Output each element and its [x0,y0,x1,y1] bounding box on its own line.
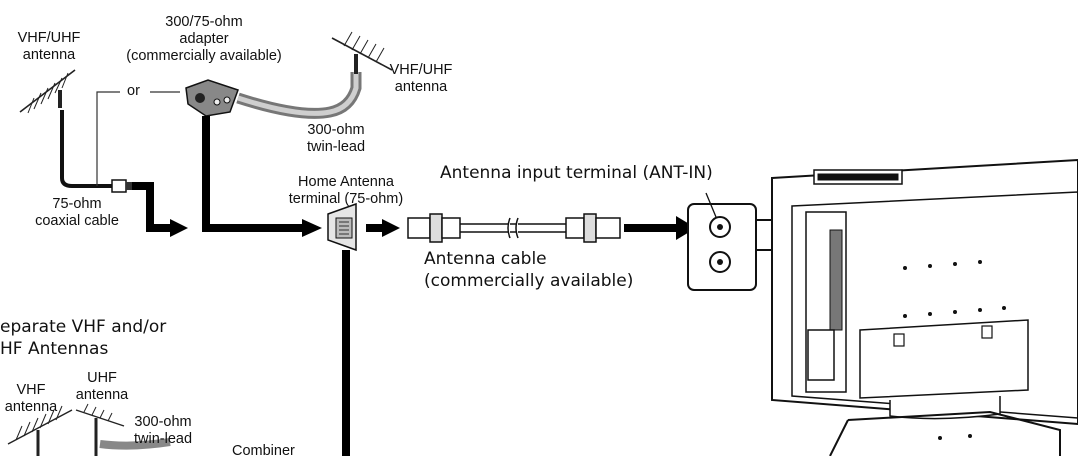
label-combiner: Combiner [232,443,295,459]
label-adapter: 300/75-ohm adapter (commercially availab… [126,14,282,64]
label-twin-lead-bottom: 300-ohm twin-lead [133,414,193,447]
tv-rear [771,158,1078,456]
arrow-coax-to-terminal [132,182,172,232]
coax-cable-left [60,110,112,188]
twin-lead-bottom [99,438,171,450]
label-antenna-cable: Antenna cable (commercially available) [424,249,634,291]
label-vhf-uhf-antenna-left: VHF/UHF antenna [17,30,81,63]
home-antenna-terminal [327,202,357,252]
label-vhf-uhf-antenna-right: VHF/UHF antenna [389,62,453,95]
vhf-uhf-antenna-left [19,69,76,114]
label-vhf-antenna-bottom: VHF antenna [4,382,58,415]
label-home-antenna-terminal: Home Antenna terminal (75-ohm) [288,174,404,207]
arrow-adapter-to-terminal [202,116,304,232]
f-connector [111,179,132,193]
or-branch-lead [96,91,180,186]
adapter-300-75 [185,79,239,117]
label-uhf-antenna-bottom: UHF antenna [75,370,129,403]
label-coaxial-cable: 75-ohm coaxial cable [35,196,119,229]
uhf-antenna-bottom [75,403,125,456]
label-separate-antennas: eparate VHF and/or HF Antennas [0,317,167,359]
label-ant-in: Antenna input terminal (ANT-IN) [440,163,713,183]
vhf-antenna-bottom [7,405,73,456]
label-twin-lead-top: 300-ohm twin-lead [306,122,366,155]
antenna-cable [407,213,621,243]
label-or: or [127,83,140,99]
vhf-uhf-antenna-right [331,31,393,74]
